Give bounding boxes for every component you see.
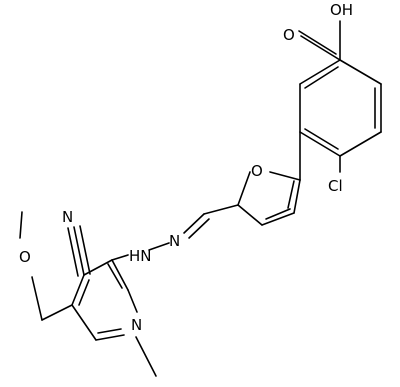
methoxymethyl-group [19,211,73,321]
bond [300,35,341,61]
bond [31,276,43,321]
bond [148,242,170,251]
bond [287,180,295,209]
atom-label-oh: OH [330,1,353,19]
bond [269,171,301,181]
bond [298,30,337,55]
pyridine-ring [71,259,138,341]
nitrile-group [67,225,91,277]
atom-label-n-nitrile: N [62,208,73,226]
bond [304,66,339,89]
bond [265,208,291,220]
bond [237,171,251,206]
bond [107,263,123,289]
bond [299,131,341,157]
bond [135,336,157,377]
atom-label-n-pyridine: N [131,316,142,334]
bond [299,59,341,85]
bond [73,226,85,276]
bond [293,179,301,214]
bond [71,274,85,306]
bond [339,59,382,85]
atom-label-cl: Cl [328,177,343,195]
atom-label-n-hydrazone: N [169,232,180,250]
bond [111,259,129,291]
bond [188,218,210,239]
bond [71,304,97,341]
bond [97,328,122,334]
atom-label-nh: HN [129,247,152,265]
hydrazone-chain [148,204,239,251]
bond [19,211,23,239]
benzene-ring [299,59,382,157]
atom-label-o-carbonyl: O [283,26,295,44]
atom-label-o-ether: O [19,248,31,266]
bond [83,259,113,276]
bond [67,227,79,277]
bond [127,289,138,313]
bond [237,204,263,226]
bond [95,334,125,341]
bond [41,304,73,321]
bond [78,279,90,306]
atom-label-o-furan: O [251,162,263,180]
furan-ring [237,171,301,226]
bond [183,213,205,234]
bond [339,131,382,157]
bond [261,212,295,226]
bond [203,204,239,215]
carboxyl-group [298,20,341,61]
bond [111,254,129,261]
bond [79,225,91,275]
bond [304,128,339,150]
